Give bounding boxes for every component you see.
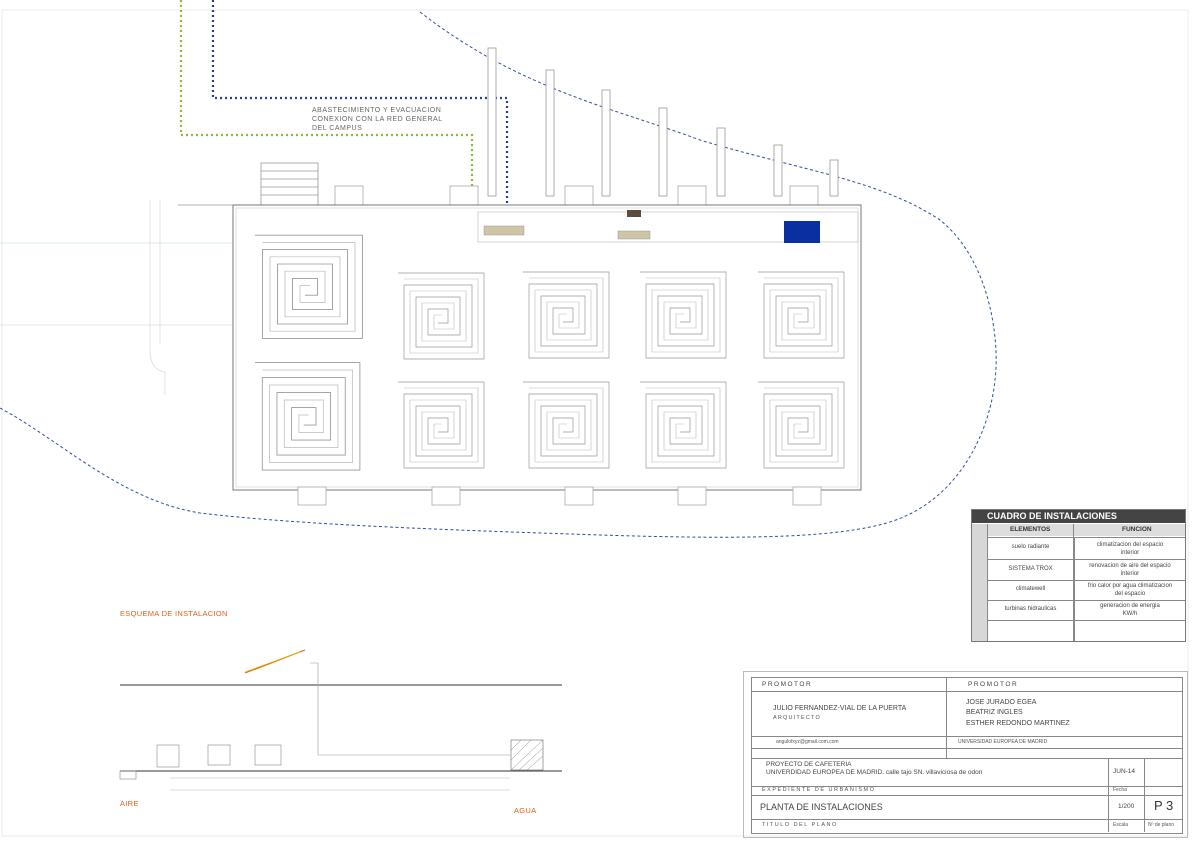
row-elemento: turbinas hidraulicas [1004,606,1057,612]
table-row-empty [988,620,1185,641]
date-value: JUN-14 [1113,768,1136,775]
row-elemento: suelo radiante [1011,544,1050,550]
water-tank [784,221,820,243]
connection-note: ABASTECIMIENTO Y EVACUACION CONEXION CON… [312,106,443,133]
title-block [751,677,1183,834]
installation-schema-diagram [119,649,562,791]
row-funcion: generacion de energia KW/h [1100,603,1160,617]
author-1: JOSE JURADO EGEA [966,699,1037,706]
installations-table: CUADRO DE INSTALACIONES ELEMENTOS FUNCIO… [971,509,1186,642]
supply-pipe-line [211,0,509,215]
escala-label: Escala [1113,822,1129,828]
installations-table-title: CUADRO DE INSTALACIONES [972,510,1185,523]
contact-email[interactable]: angulofxyz@gmail.com.com [776,739,839,745]
connection-note-line-1: ABASTECIMIENTO Y EVACUACION [312,107,442,114]
sheet-number: P 3 [1154,798,1174,813]
row-elemento: climatewell [1015,586,1046,592]
promotor-label-1: PROMOTOR [762,681,813,688]
n-plano-label: Nº de plano [1148,822,1175,828]
project-line-2: UNIVERDIDAD EUROPEA DE MADRID. calle taj… [766,769,983,776]
table-row: suelo radiante climatizacion del espacio… [988,537,1185,559]
table-header: ELEMENTOS FUNCION [988,524,1185,536]
university-name: UNIVERSIDAD EUROPEA DE MADRID [958,739,1048,745]
connection-note-line-3: DEL CAMPUS [312,125,363,132]
table-row: climatewell frio calor por agua climatiz… [988,580,1185,600]
scale-value: 1/200 [1118,803,1135,810]
title-block-frame [743,671,1188,838]
row-elemento: SISTEMA TROX [1008,566,1053,572]
table-row: turbinas hidraulicas generacion de energ… [988,600,1185,620]
project-line-1: PROYECTO DE CAFETERIA [766,761,852,768]
table-side-strip [972,524,988,641]
titulo-label: TITULO DEL PLANO [762,822,838,828]
header-elementos: ELEMENTOS [1010,526,1051,533]
connection-note-line-2: CONEXION CON LA RED GENERAL [312,116,443,123]
header-funcion: FUNCION [1122,526,1152,533]
promotor-label-2: PROMOTOR [968,681,1019,688]
architect-name: JULIO FERNANDEZ-VIAL DE LA PUERTA [773,705,907,712]
evacuation-pipe-line [179,0,474,240]
agua-label: AGUA [514,806,537,815]
author-3: ESTHER REDONDO MARTINEZ [966,720,1070,727]
author-2: BEATRIZ INGLES [966,709,1023,716]
aire-label: AIRE [120,799,139,808]
plan-title: PLANTA DE INSTALACIONES [760,802,883,812]
row-funcion: frio calor por agua climatizacion del es… [1087,583,1173,597]
fecha-label: Fecha [1113,787,1127,793]
row-funcion: renovacion de aire del espacio interior [1089,563,1171,577]
schema-title: ESQUEMA DE INSTALACION [120,609,228,618]
row-funcion: climatizacion del espacio interior [1096,542,1164,556]
expediente-label: EXPEDIENTE DE URBANISMO [762,787,876,793]
table-row: SISTEMA TROX renovacion de aire del espa… [988,559,1185,580]
architect-role: ARQUITECTO [773,715,821,721]
